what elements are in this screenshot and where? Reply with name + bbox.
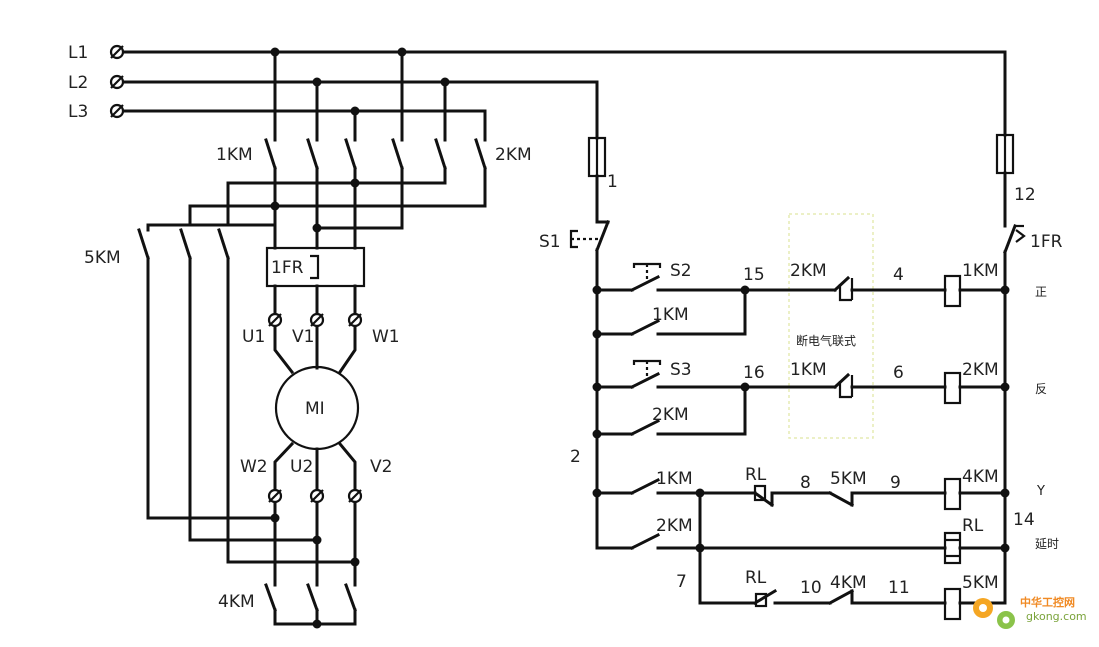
label-rl-1: RL xyxy=(745,465,767,485)
label-l3: L3 xyxy=(68,102,88,122)
row-delay: 2KM RL 延时 7 xyxy=(595,491,1059,605)
label-rl-2: RL xyxy=(745,568,767,588)
node-2: 2 xyxy=(570,447,581,467)
supply-lines: L1 L2 L3 xyxy=(68,43,1007,142)
label-w2: W2 xyxy=(240,457,268,477)
coil-4km: 4KM xyxy=(962,467,999,487)
node-10: 10 xyxy=(800,578,822,598)
node-12: 12 xyxy=(1014,185,1036,205)
line-l3 xyxy=(122,109,487,142)
terminal-icon xyxy=(267,312,283,328)
label-1fr-control: 1FR xyxy=(1030,232,1063,252)
terminal-l1-icon xyxy=(109,44,125,60)
label-delta-4km: 4KM xyxy=(830,573,867,593)
node-1: 1 xyxy=(607,172,618,192)
fuse-right-icon xyxy=(995,133,1015,175)
label-delay-2km: 2KM xyxy=(656,516,693,536)
node-11: 11 xyxy=(888,578,910,598)
coil-1km: 1KM xyxy=(962,261,999,281)
note-star: Y xyxy=(1036,484,1045,499)
note-delay: 延时 xyxy=(1035,537,1059,551)
terminal-icon xyxy=(267,488,283,504)
node-14: 14 xyxy=(1013,510,1035,530)
row-reverse: S3 16 2KM 1KM 6 2KM 反 xyxy=(592,359,1047,439)
label-hold-2km: 2KM xyxy=(652,405,689,425)
label-5km: 5KM xyxy=(84,248,121,268)
gear-icon xyxy=(973,598,1015,629)
contactor-1km-main: 1KM xyxy=(216,138,357,250)
label-s1: S1 xyxy=(539,232,561,252)
row-star: 1KM RL 8 5KM 9 4KM Y xyxy=(592,465,1045,511)
label-star-5km: 5KM xyxy=(830,469,867,489)
line-l2 xyxy=(122,80,599,140)
terminal-icon xyxy=(309,312,325,328)
motor-terminals-bottom: W2 U2 V2 xyxy=(240,441,392,587)
label-4km: 4KM xyxy=(218,592,255,612)
label-interlock-2km: 2KM xyxy=(790,261,827,281)
watermark-url: gkong.com xyxy=(1026,610,1087,623)
label-s2: S2 xyxy=(670,261,692,281)
motor-terminals-top: U1 V1 W1 xyxy=(242,312,400,375)
coil-rl: RL xyxy=(962,516,984,536)
label-1fr-power: 1FR xyxy=(271,258,304,278)
note-forward: 正 xyxy=(1035,285,1047,299)
terminal-l3-icon xyxy=(109,103,125,119)
overload-1fr: 1FR xyxy=(265,246,366,314)
row-forward: S2 15 1KM 2KM 4 1KM 正 xyxy=(592,261,1047,339)
contactor-2km-main: 2KM xyxy=(188,138,532,233)
node-16: 16 xyxy=(743,363,765,383)
label-v1: V1 xyxy=(292,327,314,347)
node-4: 4 xyxy=(893,265,904,285)
watermark-cn: 中华工控网 xyxy=(1020,595,1075,609)
label-s3: S3 xyxy=(670,360,692,380)
label-u2: U2 xyxy=(290,457,313,477)
motor-mi: MI xyxy=(274,365,360,451)
contactor-4km: 4KM xyxy=(218,583,357,629)
terminal-icon xyxy=(309,488,325,504)
label-2km-main: 2KM xyxy=(495,145,532,165)
node-9: 9 xyxy=(890,473,901,493)
stop-switch-s1: S1 xyxy=(539,220,610,252)
terminal-l2-icon xyxy=(109,74,125,90)
terminal-icon xyxy=(347,488,363,504)
overload-contact-1fr: 1FR xyxy=(1003,224,1063,254)
node-6: 6 xyxy=(893,363,904,383)
node-8: 8 xyxy=(800,473,811,493)
label-l2: L2 xyxy=(68,73,88,93)
node-7: 7 xyxy=(676,572,687,592)
label-interlock-box: 断电气联式 xyxy=(796,333,856,348)
label-v2: V2 xyxy=(370,457,392,477)
note-reverse: 反 xyxy=(1035,382,1047,396)
label-interlock-1km: 1KM xyxy=(790,360,827,380)
label-hold-1km: 1KM xyxy=(652,305,689,325)
terminal-icon xyxy=(347,312,363,328)
fuse-left-icon xyxy=(587,136,607,178)
label-w1: W1 xyxy=(372,327,400,347)
label-star-1km: 1KM xyxy=(656,469,693,489)
control-circuit: 1 S1 2 12 1FR 14 断电气联式 xyxy=(539,133,1063,621)
label-l1: L1 xyxy=(68,43,88,63)
node-15: 15 xyxy=(743,265,765,285)
row-delta: RL 10 4KM 11 5KM xyxy=(698,568,1007,621)
coil-5km: 5KM xyxy=(962,573,999,593)
power-circuit: 1KM 2KM 5KM xyxy=(84,47,532,629)
contactor-5km: 5KM xyxy=(84,228,230,564)
interlock-box xyxy=(788,213,874,439)
label-motor: MI xyxy=(305,399,325,419)
label-u1: U1 xyxy=(242,327,265,347)
coil-2km: 2KM xyxy=(962,360,999,380)
label-1km-main: 1KM xyxy=(216,145,253,165)
line-l1 xyxy=(122,50,1007,137)
watermark: 中华工控网 gkong.com xyxy=(973,595,1087,629)
